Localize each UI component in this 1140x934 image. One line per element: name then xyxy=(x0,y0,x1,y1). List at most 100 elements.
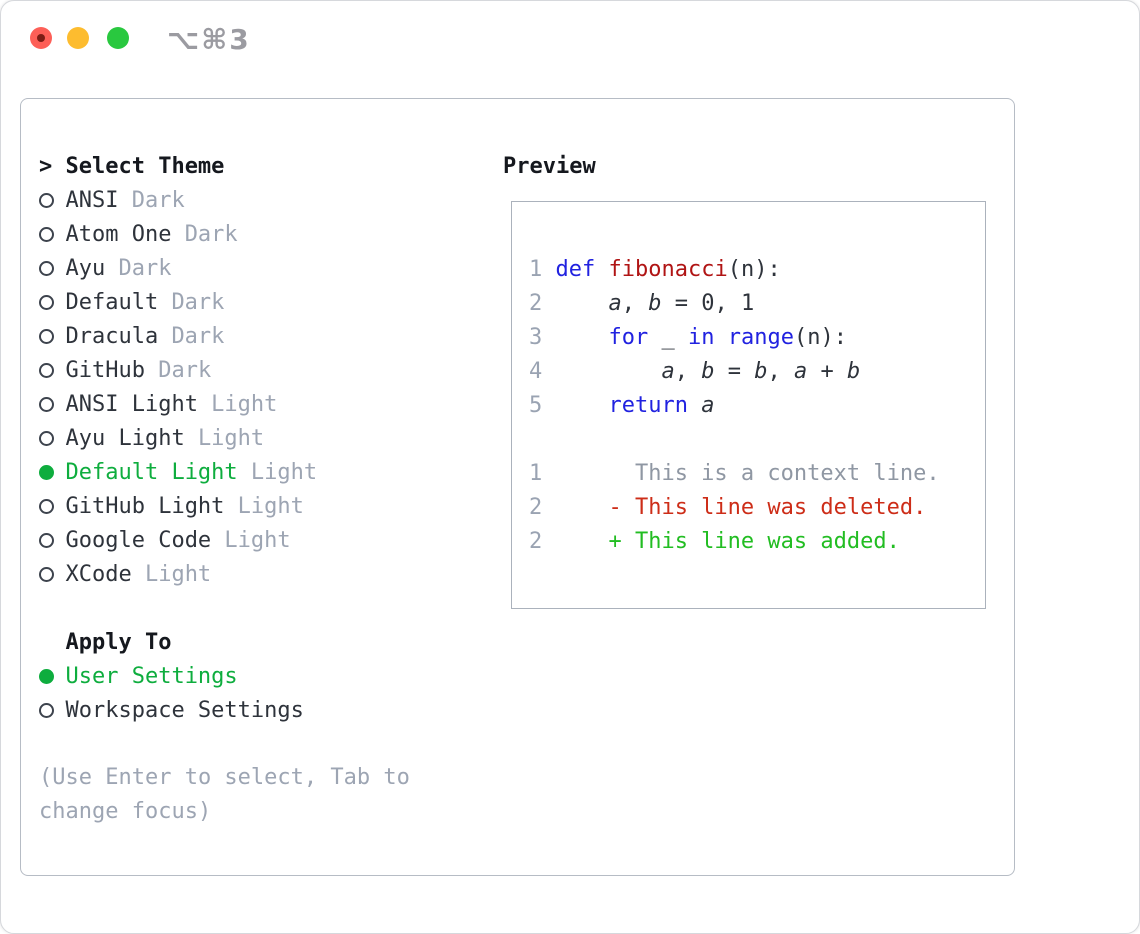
radio-unselected-icon xyxy=(39,294,54,310)
apply-to-title: Apply To xyxy=(65,629,172,655)
line-number: 5 xyxy=(529,392,543,418)
line-number: 2 xyxy=(529,494,543,520)
code-line: 4 a, b = b, a + b xyxy=(529,354,985,388)
theme-variant-tag: Dark xyxy=(131,187,185,213)
code-token: , xyxy=(767,358,794,384)
code-text: return a xyxy=(555,393,714,418)
theme-variant-tag: Light xyxy=(197,425,265,451)
code-token: a xyxy=(661,358,675,384)
theme-name: GitHub xyxy=(65,357,145,383)
theme-item[interactable]: ANSI Dark xyxy=(39,183,476,217)
theme-item[interactable]: ANSI Light Light xyxy=(39,387,476,421)
diff-text: This is a context line. xyxy=(555,460,940,486)
code-token: = xyxy=(714,358,755,384)
select-theme-header: > Select Theme xyxy=(39,149,476,183)
theme-name: ANSI Light xyxy=(65,391,198,417)
spacer xyxy=(529,422,985,456)
code-token: b xyxy=(648,290,662,316)
window-title: ⌥⌘3 xyxy=(167,23,251,56)
code-token: = 0, 1 xyxy=(661,290,755,316)
radio-marker xyxy=(39,396,65,412)
theme-variant-tag: Dark xyxy=(158,357,212,383)
theme-name: Default xyxy=(65,289,159,315)
radio-unselected-icon xyxy=(39,532,54,548)
code-token: + xyxy=(807,358,847,384)
radio-marker xyxy=(39,668,65,684)
code-token: fibonacci xyxy=(608,256,728,282)
line-number: 2 xyxy=(529,290,543,316)
radio-selected-icon xyxy=(39,464,54,480)
radio-marker xyxy=(39,328,65,344)
theme-variant-tag: Light xyxy=(250,459,318,485)
line-number: 3 xyxy=(529,324,543,350)
radio-unselected-icon xyxy=(39,430,54,446)
radio-unselected-icon xyxy=(39,226,54,242)
code-token: a xyxy=(701,392,715,418)
radio-marker xyxy=(39,464,65,480)
code-text: for _ in range(n): xyxy=(555,325,846,350)
theme-item[interactable]: GitHub Dark xyxy=(39,353,476,387)
code-token xyxy=(595,257,608,282)
line-number: 1 xyxy=(529,256,543,282)
theme-name: Dracula xyxy=(65,323,159,349)
diff-text: - This line was deleted. xyxy=(555,494,927,520)
radio-marker xyxy=(39,430,65,446)
code-block: 1 def fibonacci(n): 2 a, b = 0, 1 3 for _ i… xyxy=(529,252,985,422)
titlebar: ⌥⌘3 xyxy=(1,1,1139,71)
theme-name: ANSI xyxy=(65,187,119,213)
radio-marker xyxy=(39,294,65,310)
theme-item[interactable]: Default Dark xyxy=(39,285,476,319)
radio-marker xyxy=(39,566,65,582)
code-token xyxy=(555,359,661,384)
close-button[interactable] xyxy=(30,27,52,49)
code-token: a xyxy=(793,358,808,384)
radio-marker xyxy=(39,192,65,208)
code-token: _ xyxy=(648,324,688,350)
radio-unselected-icon xyxy=(39,702,54,718)
radio-unselected-icon xyxy=(39,362,54,378)
minimize-button[interactable] xyxy=(67,27,89,49)
zoom-button[interactable] xyxy=(107,27,129,49)
preview-title-label: Preview xyxy=(503,153,596,179)
radio-marker xyxy=(39,362,65,378)
code-token: (n): xyxy=(727,256,781,282)
code-token xyxy=(555,291,608,316)
theme-name: Atom One xyxy=(65,221,172,247)
code-token: , xyxy=(674,358,702,384)
code-token: in xyxy=(687,324,715,350)
theme-variant-tag: Dark xyxy=(171,289,225,315)
theme-variant-tag: Light xyxy=(211,391,278,417)
code-text: a, b = 0, 1 xyxy=(555,291,754,316)
theme-variant-tag: Light xyxy=(144,561,212,587)
spacer xyxy=(39,591,476,625)
radio-marker xyxy=(39,226,65,242)
radio-marker xyxy=(39,260,65,276)
code-token xyxy=(688,393,701,418)
code-token: b xyxy=(754,358,768,384)
code-text: def fibonacci(n): xyxy=(555,257,780,282)
apply-option[interactable]: User Settings xyxy=(39,659,476,693)
code-line: 5 return a xyxy=(529,388,985,422)
code-token: b xyxy=(846,358,861,384)
line-number: 2 xyxy=(529,528,543,554)
apply-option[interactable]: Workspace Settings xyxy=(39,693,476,727)
radio-unselected-icon xyxy=(39,260,54,276)
code-line: 1 def fibonacci(n): xyxy=(529,252,985,286)
theme-name: Ayu xyxy=(65,255,106,281)
code-token: range xyxy=(727,324,794,350)
preview-header: Preview xyxy=(503,149,596,183)
focus-prompt-icon: > xyxy=(39,153,53,179)
diff-block: 1 This is a context line.2 - This line w… xyxy=(529,456,985,558)
